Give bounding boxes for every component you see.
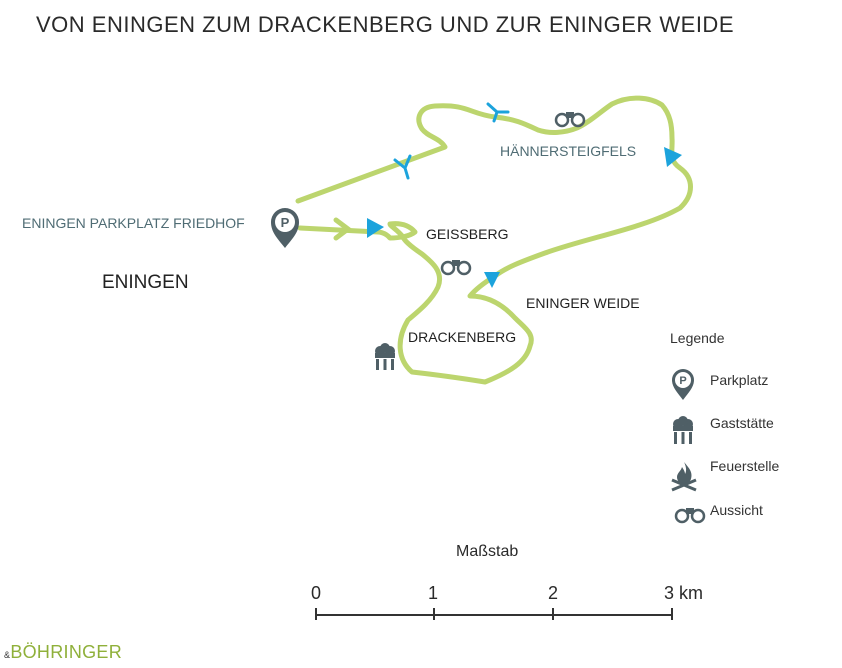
place-label-eningen: ENINGEN [102, 272, 189, 293]
binoculars-icon [554, 112, 586, 128]
brand-logo: &BÖHRINGER [4, 642, 122, 663]
scale-tick-label: 3 km [664, 583, 704, 603]
legend-parking-pin-icon: P [672, 369, 694, 400]
place-label-geissberg: GEISSBERG [426, 226, 509, 242]
legend-label-feuerstelle: Feuerstelle [710, 458, 780, 474]
binoculars-icon [440, 260, 472, 276]
route-chevron [333, 217, 353, 241]
brand-name: BÖHRINGER [10, 642, 123, 662]
svg-text:P: P [281, 215, 290, 230]
scale-bar [315, 608, 673, 620]
direction-arrow [664, 147, 682, 167]
direction-arrow [486, 102, 510, 123]
brand-ampersand: & [4, 650, 11, 660]
scale-title: Maßstab [456, 543, 519, 560]
scale-tick-label: 0 [311, 583, 322, 603]
svg-text:P: P [679, 375, 686, 387]
scale-tick-label: 1 [428, 583, 439, 603]
place-label-haennersteigfels: HÄNNERSTEIGFELS [500, 143, 637, 159]
direction-arrow [367, 218, 384, 238]
legend-label-parkplatz: Parkplatz [710, 372, 769, 388]
direction-arrow [484, 272, 500, 288]
place-label-drackenberg: DRACKENBERG [408, 329, 517, 345]
legend-binoculars-icon [674, 508, 706, 524]
restaurant-icon [375, 343, 395, 370]
direction-arrow [393, 154, 412, 180]
legend-restaurant-icon [673, 416, 693, 444]
parking-pin-icon: P [271, 208, 299, 248]
legend-fireplace-icon [671, 462, 697, 492]
legend-title: Legende [670, 330, 725, 346]
route-line [295, 95, 693, 385]
legend-label-gaststaette: Gaststätte [710, 415, 774, 431]
place-label-parkplatz: ENINGEN PARKPLATZ FRIEDHOF [22, 215, 245, 231]
place-label-eninger-weide: ENINGER WEIDE [526, 295, 640, 311]
legend-label-aussicht: Aussicht [710, 502, 763, 518]
scale-tick-label: 2 [548, 583, 559, 603]
map-title: VON ENINGEN ZUM DRACKENBERG UND ZUR ENIN… [36, 12, 734, 37]
